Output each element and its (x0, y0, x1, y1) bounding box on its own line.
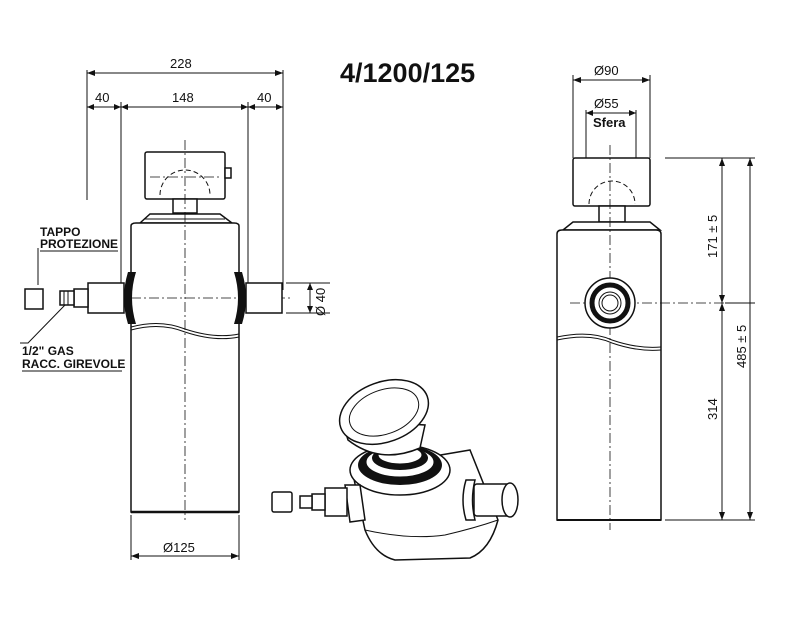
side-view: Ø90 Ø55 Sfera 171 ± 5 314 48 (556, 63, 755, 530)
label-fitting-line1: 1/2" GAS (22, 344, 74, 358)
dim-overall-width: 228 (170, 56, 192, 71)
dim-port-diameter: Ø 40 (313, 288, 328, 316)
dim-body-diameter: Ø125 (163, 540, 195, 555)
dim-top-diameter: Ø90 (594, 63, 619, 78)
isometric-view (271, 378, 519, 561)
label-cap-line2: PROTEZIONE (40, 237, 118, 251)
dim-right-offset: 40 (257, 90, 271, 105)
front-view: 228 40 148 40 (20, 56, 330, 560)
label-fitting-line2: RACC. GIREVOLE (22, 357, 125, 371)
dim-height-top: 171 ± 5 (705, 215, 720, 258)
model-title: 4/1200/125 (340, 58, 475, 88)
label-cap-line1: TAPPO (40, 225, 80, 239)
dim-height-total: 485 ± 5 (734, 325, 749, 368)
dim-height-lower: 314 (705, 398, 720, 420)
dim-center-width: 148 (172, 90, 194, 105)
dim-left-offset: 40 (95, 90, 109, 105)
dim-ball-label: Sfera (593, 115, 626, 130)
dim-ball-diameter: Ø55 (594, 96, 619, 111)
